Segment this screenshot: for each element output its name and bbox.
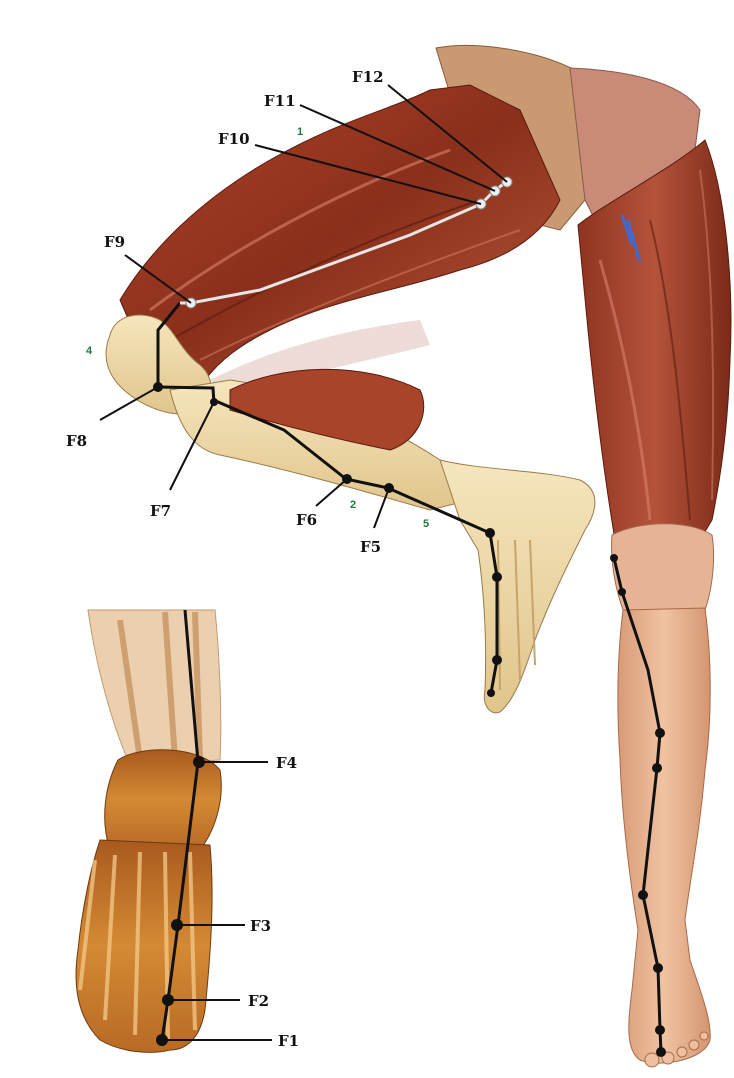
lower-leg	[618, 608, 710, 1063]
label-F10: F10	[218, 130, 250, 148]
region-2: 2	[350, 499, 356, 511]
label-F4: F4	[276, 754, 297, 772]
label-F6: F6	[296, 511, 317, 529]
label-F9: F9	[104, 233, 125, 251]
label-F12: F12	[352, 68, 384, 86]
region-5: 5	[423, 518, 429, 530]
label-F11: F11	[264, 92, 296, 110]
label-F5: F5	[360, 538, 381, 556]
knee	[612, 524, 714, 615]
label-F3: F3	[250, 917, 271, 935]
label-F7: F7	[150, 502, 171, 520]
region-4: 4	[86, 345, 93, 357]
label-F8: F8	[66, 432, 87, 450]
foot-skeleton-inset	[76, 610, 221, 1052]
label-F1: F1	[278, 1032, 299, 1050]
label-F2: F2	[248, 992, 269, 1010]
region-1: 1	[297, 126, 303, 138]
